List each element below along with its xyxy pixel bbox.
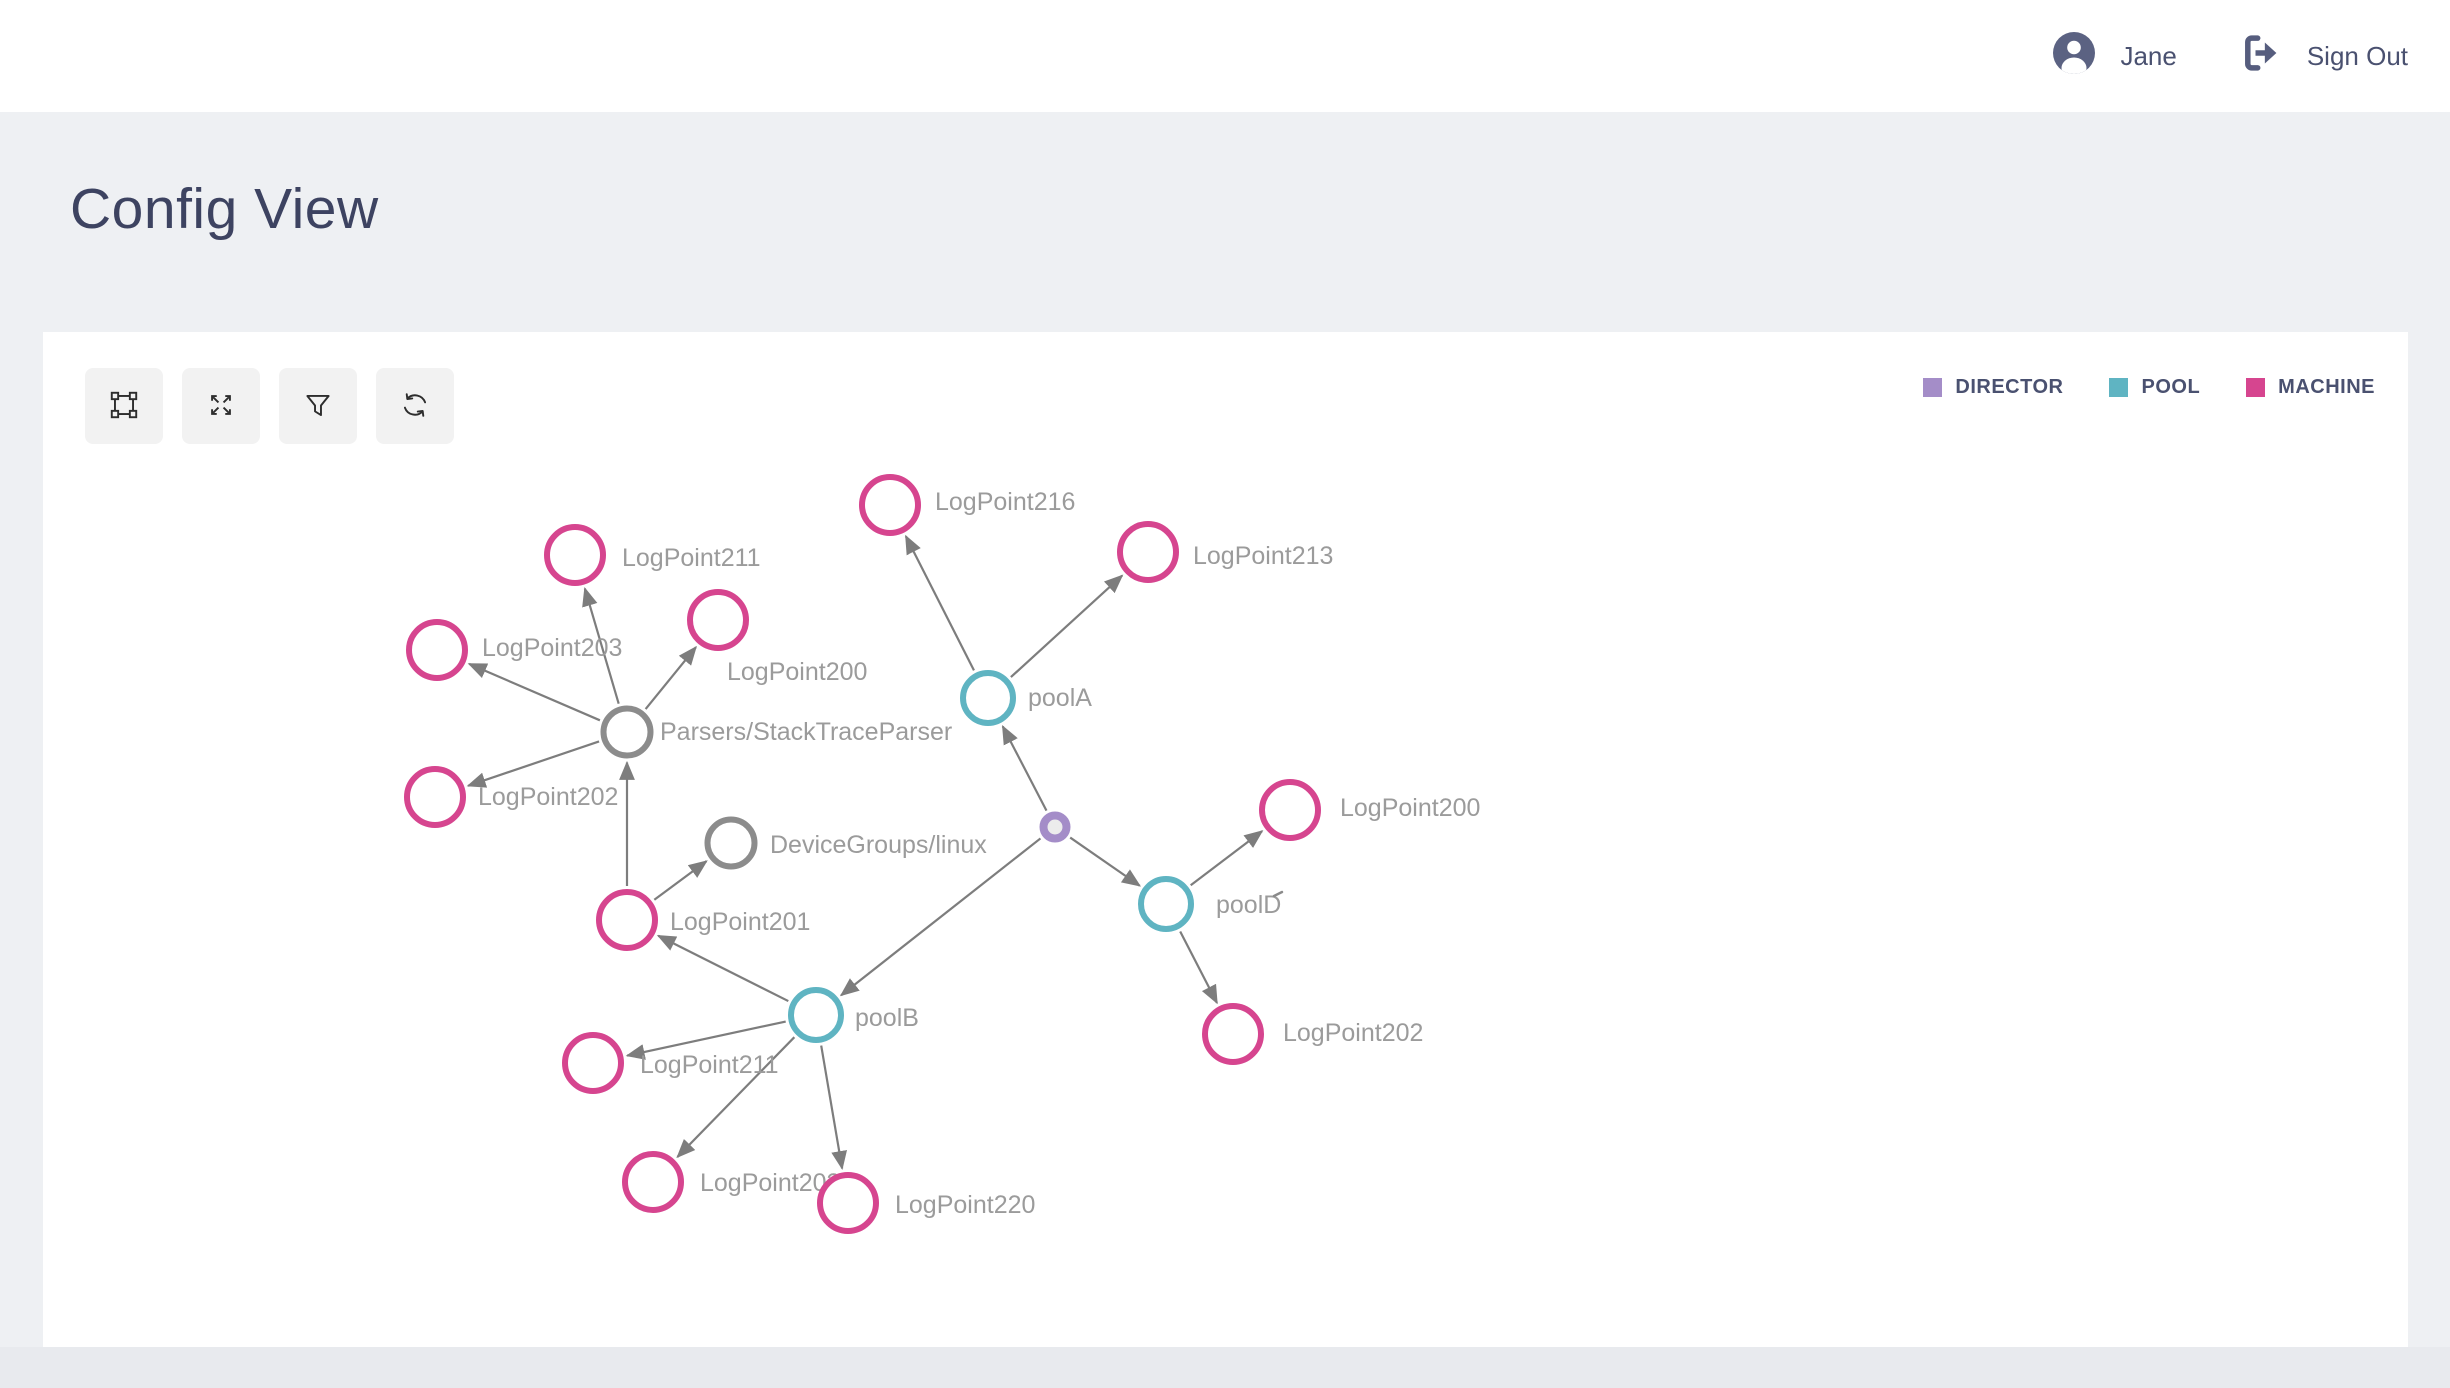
graph-edge-poolA-lp216	[904, 534, 975, 671]
legend-label: POOL	[2141, 376, 2201, 398]
graph-node-label: poolB	[855, 1004, 919, 1032]
graph-node-label: LogPoint211	[640, 1051, 779, 1079]
graph-node-tick-mark	[1272, 890, 1284, 898]
graph-node-poolB[interactable]	[788, 987, 844, 1043]
graph-edge-poolB-lp220	[820, 1045, 848, 1171]
legend-item-machine: MACHINE	[2246, 376, 2375, 399]
graph-node-LogPoint201[interactable]	[596, 889, 658, 951]
graph-node-LogPoint220[interactable]	[817, 1172, 879, 1234]
config-graph-canvas[interactable]: LogPoint216LogPoint213poolALogPoint211Lo…	[43, 332, 2408, 1347]
graph-edge-dir-poolB	[839, 837, 1042, 997]
graph-node-label: LogPoint216	[935, 488, 1075, 516]
graph-node-label: LogPoint203	[482, 634, 622, 662]
graph-legend: DIRECTOR POOL MACHINE	[1923, 376, 2375, 399]
graph-edge-poolA-lp213	[1010, 574, 1124, 678]
page-background-strip	[0, 1347, 2450, 1388]
legend-item-director: DIRECTOR	[1923, 376, 2063, 399]
graph-node-label: poolD	[1216, 891, 1281, 919]
graph-node-director[interactable]	[1039, 811, 1071, 843]
graph-node-label: Parsers/StackTraceParser	[660, 718, 952, 746]
user-button[interactable]: Jane	[2052, 31, 2177, 82]
graph-edge-poolB-lp201	[656, 934, 789, 1003]
graph-edge-parser-lp203t	[467, 662, 601, 722]
page-title: Config View	[70, 177, 379, 241]
graph-node-LogPoint213[interactable]	[1117, 521, 1179, 583]
graph-node-LogPoint200[interactable]	[687, 589, 749, 651]
graph-toolbar	[85, 368, 454, 444]
graph-node-label: LogPoint200	[727, 658, 867, 686]
legend-swatch-machine	[2246, 378, 2266, 397]
graph-node-label: LogPoint213	[1193, 542, 1333, 570]
graph-node-LogPoint202[interactable]	[1202, 1003, 1264, 1065]
expand-arrows-button[interactable]	[182, 368, 260, 444]
graph-node-label: LogPoint220	[895, 1191, 1035, 1219]
graph-edge-parser-lp200t	[644, 645, 697, 710]
graph-edge-parser-lp202l	[466, 740, 600, 788]
refresh-button[interactable]	[376, 368, 454, 444]
app-header: Jane Sign Out	[0, 0, 2450, 112]
graph-node-LogPoint203[interactable]	[622, 1151, 684, 1213]
sign-out-icon[interactable]	[2239, 31, 2283, 82]
graph-node-DeviceGroups/linux[interactable]	[704, 816, 758, 870]
user-avatar-icon[interactable]	[2052, 31, 2096, 82]
graph-node-LogPoint200[interactable]	[1259, 779, 1321, 841]
graph-edge-lp201-dg	[653, 860, 708, 901]
sign-out-label[interactable]: Sign Out	[2306, 40, 2408, 71]
graph-node-LogPoint216[interactable]	[859, 474, 921, 536]
user-name-label[interactable]: Jane	[2120, 40, 2177, 71]
graph-edge-dir-poolA	[1001, 724, 1048, 812]
graph-node-label: LogPoint200	[1340, 794, 1480, 822]
sign-out-button[interactable]: Sign Out	[2239, 31, 2408, 82]
select-region-icon	[107, 388, 141, 425]
filter-icon	[301, 388, 335, 425]
legend-swatch-director	[1923, 378, 1943, 397]
graph-node-Parsers/StackTraceParser[interactable]	[600, 705, 654, 759]
legend-label: DIRECTOR	[1955, 376, 2064, 398]
select-region-button[interactable]	[85, 368, 163, 444]
graph-node-label: LogPoint211	[622, 544, 761, 572]
legend-label: MACHINE	[2278, 376, 2375, 398]
legend-item-pool: POOL	[2109, 376, 2200, 399]
graph-node-label: DeviceGroups/linux	[770, 831, 987, 859]
graph-edge-poolB-lp211b	[625, 1020, 786, 1060]
graph-node-label: LogPoint202	[478, 783, 618, 811]
graph-node-poolA[interactable]	[960, 670, 1016, 726]
graph-node-LogPoint203[interactable]	[406, 619, 468, 681]
graph-edge-dir-poolD	[1069, 836, 1142, 887]
filter-button[interactable]	[279, 368, 357, 444]
graph-node-LogPoint211[interactable]	[562, 1032, 624, 1094]
graph-node-poolD[interactable]	[1138, 876, 1194, 932]
graph-edge-poolD-lp200r	[1190, 830, 1264, 887]
graph-node-label: LogPoint201	[670, 908, 810, 936]
legend-swatch-pool	[2109, 378, 2129, 397]
graph-node-label: LogPoint203	[700, 1169, 840, 1197]
refresh-icon	[398, 388, 432, 425]
graph-node-label: LogPoint202	[1283, 1019, 1423, 1047]
expand-arrows-icon	[204, 388, 238, 425]
user-menu: Jane Sign Out	[2052, 31, 2408, 82]
graph-node-LogPoint202[interactable]	[404, 766, 466, 828]
graph-edge-parser-lp211t	[582, 587, 620, 705]
graph-node-LogPoint211[interactable]	[544, 524, 606, 586]
graph-node-label: poolA	[1028, 684, 1092, 712]
graph-edge-poolB-lp203b	[676, 1036, 796, 1159]
graph-edge-poolD-lp202r	[1179, 931, 1218, 1005]
